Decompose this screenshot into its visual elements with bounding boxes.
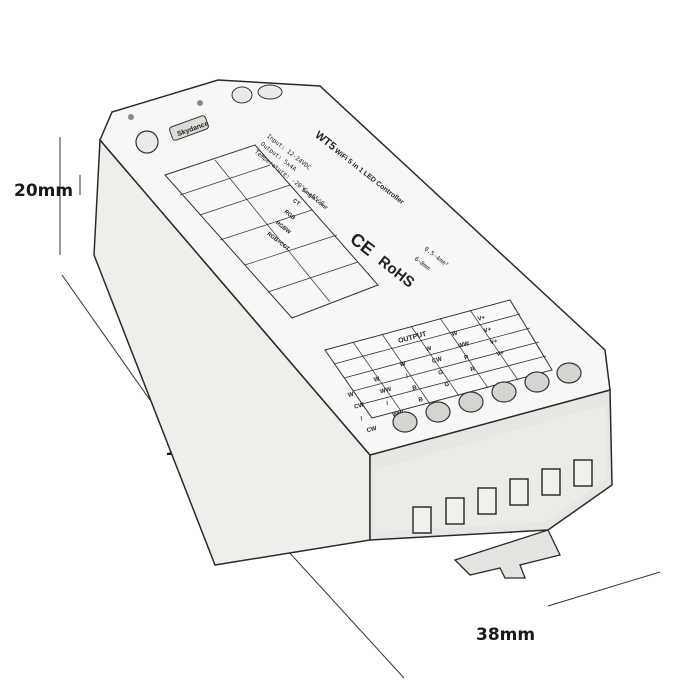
terminal-screws <box>392 362 582 433</box>
screw-icon[interactable] <box>425 401 451 423</box>
screw-icon[interactable] <box>556 362 582 384</box>
svg-text:V+: V+ <box>477 315 486 323</box>
svg-text:B: B <box>418 397 424 404</box>
terminal-slot[interactable] <box>573 459 593 487</box>
svg-text:G: G <box>444 381 450 388</box>
indicator-led-icon <box>257 84 283 100</box>
svg-text:CW: CW <box>431 356 443 364</box>
output-table: OUTPUT W W W W W V+ CW WW / CW WW V+ / /… <box>324 299 553 434</box>
terminal-slots <box>412 459 593 534</box>
svg-text:CW: CW <box>366 426 378 434</box>
terminal-slot[interactable] <box>445 497 465 525</box>
terminal-slot[interactable] <box>477 487 497 515</box>
svg-text:G: G <box>438 370 444 377</box>
svg-text:W: W <box>451 331 458 338</box>
svg-text:W: W <box>347 392 354 399</box>
svg-text:WW: WW <box>380 387 393 396</box>
height-label: 20mm <box>14 181 73 201</box>
width-label: 38mm <box>476 625 535 645</box>
screw-icon[interactable] <box>524 371 550 393</box>
label-row: CT <box>291 198 301 208</box>
terminal-slot[interactable] <box>541 468 561 496</box>
button-icon[interactable] <box>135 130 159 154</box>
brand-logo <box>169 115 209 141</box>
svg-text:/: / <box>406 374 409 380</box>
svg-text:/: / <box>386 401 389 407</box>
led-dot-icon <box>197 100 203 106</box>
svg-text:R: R <box>464 354 470 361</box>
svg-text:W: W <box>373 376 380 383</box>
svg-text:R: R <box>470 366 476 373</box>
led-dot-icon <box>128 114 134 120</box>
terminal-slot[interactable] <box>509 478 529 506</box>
output-cells: W W W W W V+ CW WW / CW WW V+ / / B G R … <box>347 315 505 434</box>
svg-text:V+: V+ <box>496 350 505 358</box>
dimension-height: 20mm <box>14 137 81 255</box>
dimension-width: 38mm <box>476 571 661 645</box>
mounting-tab <box>453 529 561 579</box>
svg-text:W: W <box>399 361 406 368</box>
svg-text:W: W <box>425 346 432 353</box>
svg-text:B: B <box>412 385 418 392</box>
screw-icon[interactable] <box>491 381 517 403</box>
terminal-slot[interactable] <box>412 506 432 534</box>
svg-text:CW: CW <box>354 402 366 410</box>
controller-body <box>93 79 613 579</box>
screw-icon[interactable] <box>458 391 484 413</box>
svg-text:/: / <box>360 416 363 422</box>
svg-text:WW: WW <box>457 341 470 350</box>
svg-text:V+: V+ <box>490 338 499 346</box>
screw-icon[interactable] <box>392 411 418 433</box>
indicator-led-icon <box>231 86 253 104</box>
svg-text:V+: V+ <box>483 327 492 335</box>
